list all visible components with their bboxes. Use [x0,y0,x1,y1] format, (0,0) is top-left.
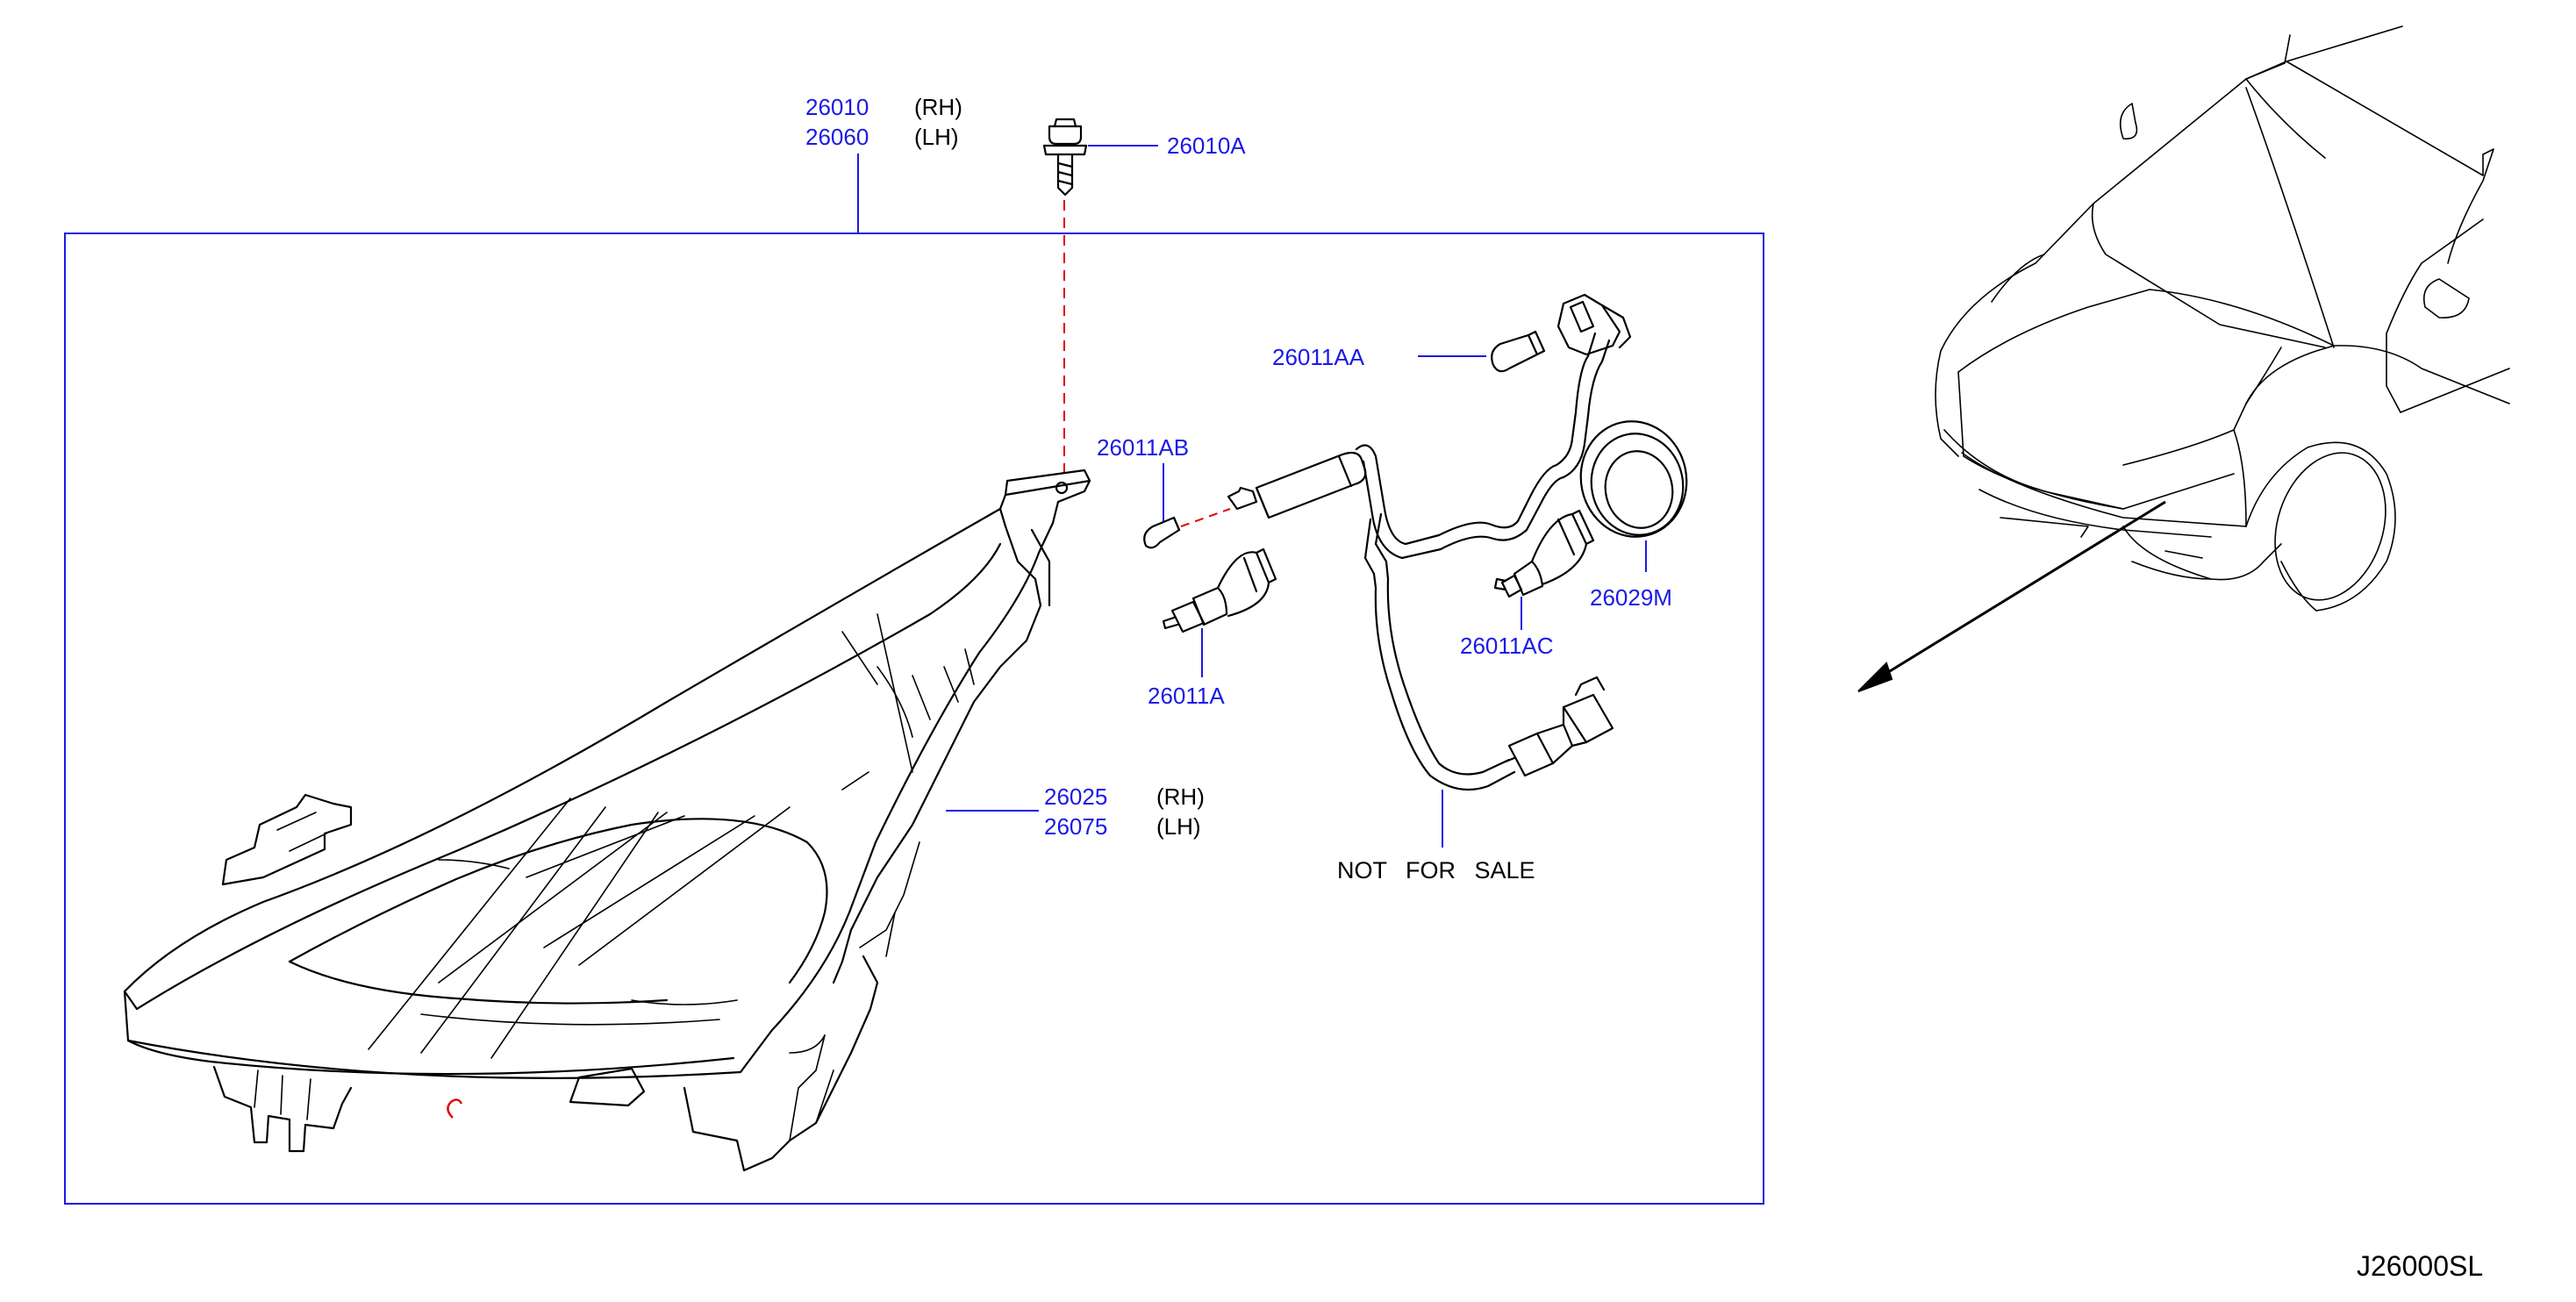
callout-seal[interactable]: 26029M [1590,584,1672,611]
vehicle-sketch [1935,25,2510,612]
callout-bulb-a[interactable]: 26011A [1148,683,1225,709]
socket-aa [1556,293,1632,356]
callout-headlamp-rh[interactable]: 26010 [805,94,869,120]
bulb-ab-axis [1180,508,1231,527]
diagram-reference: J26000SL [2357,1250,2483,1282]
socket-ab [1227,451,1367,519]
bulb-26011ac [1493,509,1595,598]
callout-housing-lh-side: (LH) [1156,813,1201,840]
callout-bulb-ac[interactable]: 26011AC [1460,633,1554,659]
assembly-frame [64,232,1764,1205]
direction-arrow [1857,500,2166,692]
callout-bulb-ab[interactable]: 26011AB [1097,434,1189,461]
screw-part [1042,118,1088,197]
bulb-26011ab [1143,516,1181,549]
harness-note: NOT FOR SALE [1337,857,1535,884]
callout-housing-rh[interactable]: 26025 [1044,783,1107,810]
bulb-26011a [1162,547,1277,633]
callout-screw[interactable]: 26010A [1167,132,1246,159]
callout-housing-lh[interactable]: 26075 [1044,813,1107,840]
callout-headlamp-rh-side: (RH) [914,94,962,120]
callout-headlamp-lh-side: (LH) [914,124,959,150]
headlamp-housing [123,469,1091,1172]
bulb-26011aa [1491,330,1546,373]
aim-mark [447,1098,463,1119]
callout-bulb-aa[interactable]: 26011AA [1272,344,1365,370]
callout-housing-rh-side: (RH) [1156,783,1205,810]
seal-26029m [1579,420,1688,538]
wiring-harness [1355,332,1614,791]
callout-headlamp-lh[interactable]: 26060 [805,124,869,150]
